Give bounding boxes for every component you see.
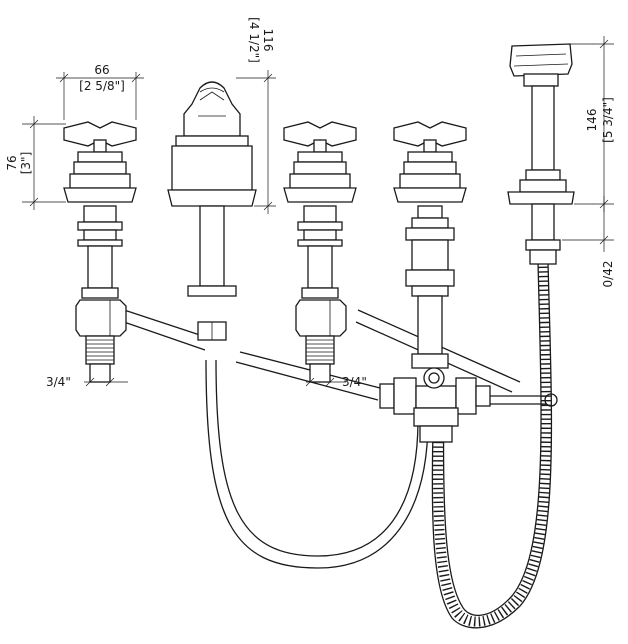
dimension-lines bbox=[22, 36, 614, 387]
dim-height-in: [3"] bbox=[19, 152, 33, 175]
dim-spout-in: [4 1/2"] bbox=[247, 17, 261, 63]
dim-connection-right: 3/4" bbox=[342, 375, 367, 389]
dim-width-in: [2 5/8"] bbox=[79, 79, 125, 93]
dim-deck: 0/42 bbox=[601, 261, 615, 288]
diverter-manifold bbox=[379, 367, 491, 443]
diverter-cross-handle bbox=[393, 121, 467, 369]
dim-handshower-mm: 146 bbox=[585, 109, 599, 132]
center-spout bbox=[167, 81, 257, 341]
dim-handshower-in: [5 3/4"] bbox=[601, 97, 615, 143]
right-cross-handle-valve bbox=[283, 121, 357, 383]
dim-spout-mm: 116 bbox=[261, 29, 275, 52]
handshower-hose bbox=[431, 261, 553, 629]
dim-height-mm: 76 bbox=[5, 155, 19, 170]
handshower bbox=[507, 43, 575, 265]
dim-connection-left: 3/4" bbox=[46, 375, 71, 389]
supply-hoses bbox=[123, 309, 558, 569]
left-cross-handle-valve bbox=[63, 121, 137, 383]
dim-width-mm: 66 bbox=[94, 63, 109, 77]
